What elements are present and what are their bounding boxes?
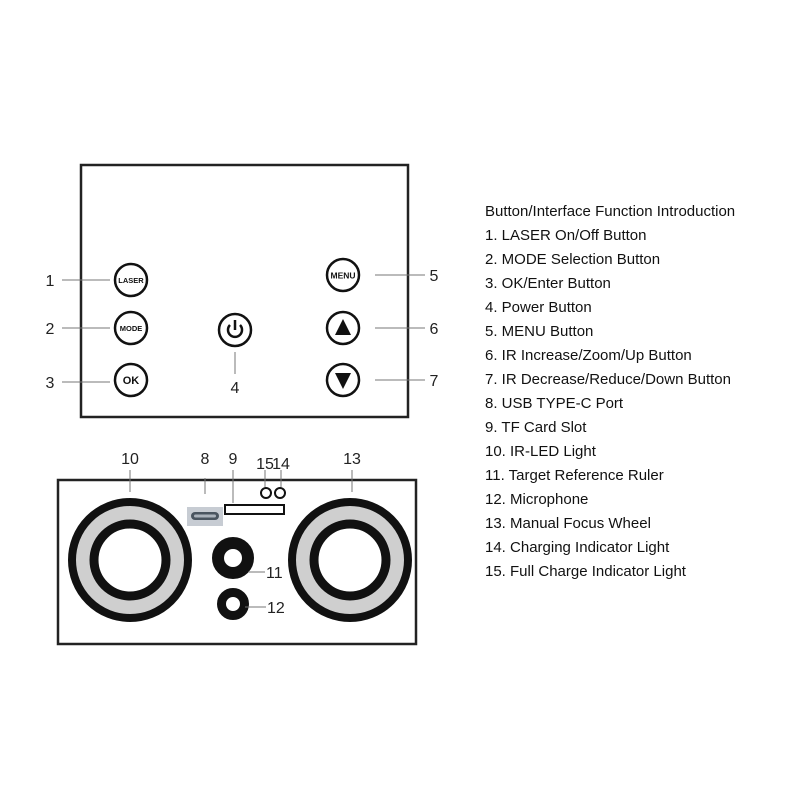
- callout-1: 1: [46, 273, 55, 290]
- ir-led-light: [68, 498, 192, 622]
- bottom-callout-lines: [129, 470, 353, 608]
- full-charge-indicator: [260, 487, 272, 499]
- svg-text:LASER: LASER: [118, 276, 144, 285]
- callout-8: 8: [201, 451, 210, 468]
- legend-item: 15. Full Charge Indicator Light: [485, 563, 686, 580]
- laser-button: LASER: [113, 262, 149, 298]
- target-reference-ruler: [212, 537, 254, 579]
- legend-item: 8. USB TYPE-C Port: [485, 395, 624, 412]
- legend-item: 14. Charging Indicator Light: [485, 539, 670, 556]
- svg-text:MODE: MODE: [120, 324, 143, 333]
- up-button: [325, 310, 361, 346]
- callout-15: 15: [256, 456, 274, 473]
- callout-7: 7: [430, 373, 439, 390]
- callout-4: 4: [231, 380, 240, 397]
- ok-button: OK: [113, 362, 149, 398]
- legend-item: 1. LASER On/Off Button: [485, 227, 647, 244]
- callout-5: 5: [430, 268, 439, 285]
- microphone: [217, 588, 249, 620]
- callout-9: 9: [229, 451, 238, 468]
- usb-c-port: [187, 507, 223, 526]
- callout-2: 2: [46, 321, 55, 338]
- legend-item: 3. OK/Enter Button: [485, 275, 611, 292]
- legend-item: 11. Target Reference Ruler: [485, 467, 664, 484]
- legend-item: 7. IR Decrease/Reduce/Down Button: [485, 371, 731, 388]
- legend-item: 6. IR Increase/Zoom/Up Button: [485, 347, 692, 364]
- menu-button: MENU: [325, 257, 361, 293]
- callout-13: 13: [343, 451, 361, 468]
- mode-button: MODE: [113, 310, 149, 346]
- down-arrow-icon: [335, 373, 351, 389]
- callout-10: 10: [121, 451, 139, 468]
- down-button: [325, 362, 361, 398]
- legend-item: 2. MODE Selection Button: [485, 251, 661, 268]
- legend-item: 12. Microphone: [485, 491, 589, 508]
- legend-item: 4. Power Button: [485, 299, 592, 316]
- legend-item: 9. TF Card Slot: [485, 419, 587, 436]
- legend-item: 13. Manual Focus Wheel: [485, 515, 651, 532]
- function-legend: Button/Interface Function Introduction 1…: [485, 200, 735, 584]
- focus-wheel: [288, 498, 412, 622]
- callout-lines: [62, 274, 425, 383]
- callout-12: 12: [267, 600, 285, 617]
- power-button: [217, 312, 253, 348]
- callout-14: 14: [272, 456, 290, 473]
- legend-title: Button/Interface Function Introduction: [485, 203, 736, 220]
- legend-item: 10. IR-LED Light: [485, 443, 596, 460]
- legend-item: 5. MENU Button: [485, 323, 594, 340]
- svg-text:MENU: MENU: [330, 271, 355, 281]
- callout-6: 6: [430, 321, 439, 338]
- charging-indicator: [274, 487, 286, 499]
- tf-card-slot: [224, 504, 285, 515]
- svg-text:OK: OK: [123, 375, 140, 387]
- power-icon: [226, 320, 244, 339]
- up-arrow-icon: [335, 319, 351, 335]
- callout-11: 11: [266, 565, 283, 582]
- callout-3: 3: [46, 375, 55, 392]
